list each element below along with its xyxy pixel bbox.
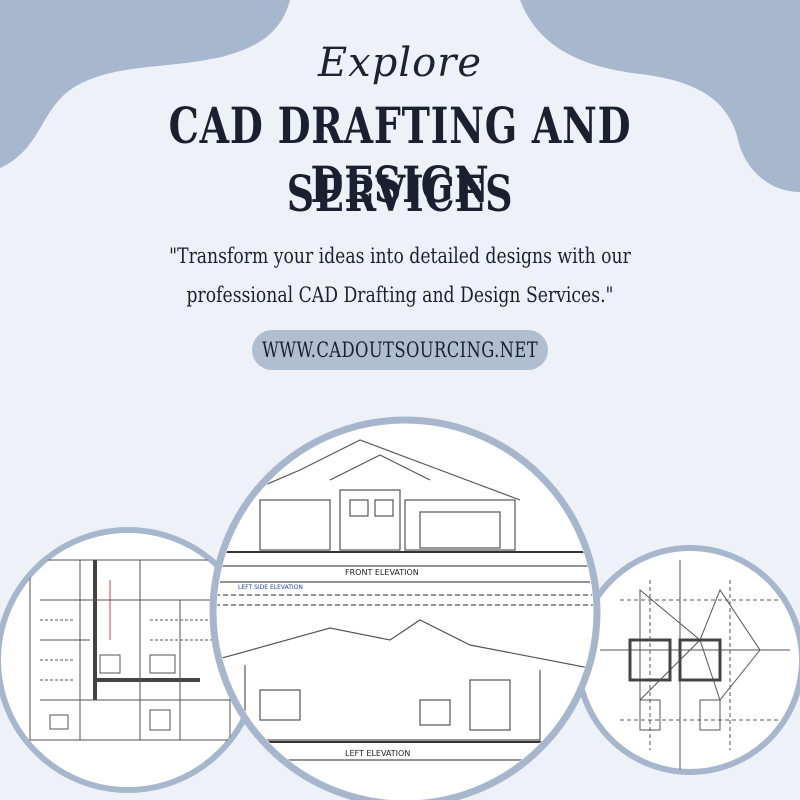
page-title-line1: CAD DRAFTING AND DESIGN bbox=[168, 96, 632, 214]
website-url[interactable]: WWW.CADOUTSOURCING.NET bbox=[261, 338, 539, 362]
explore-kicker: Explore bbox=[317, 40, 483, 86]
website-badge[interactable]: WWW.CADOUTSOURCING.NET bbox=[252, 330, 548, 370]
page-title-line2: SERVICES bbox=[286, 164, 514, 223]
center-elevations-image: FRONT ELEVATION LEFT SIDE ELEVATION LEFT… bbox=[209, 416, 601, 800]
top-right-blob bbox=[520, 0, 800, 192]
front-elevation-label: FRONT ELEVATION bbox=[345, 568, 419, 577]
left-side-elevation-label: LEFT SIDE ELEVATION bbox=[238, 584, 303, 591]
right-building-plan-image bbox=[575, 545, 800, 775]
tagline-line2: professional CAD Drafting and Design Ser… bbox=[186, 283, 614, 307]
tagline-line1: "Transform your ideas into detailed desi… bbox=[169, 244, 631, 268]
left-elevation-label: LEFT ELEVATION bbox=[345, 749, 410, 758]
